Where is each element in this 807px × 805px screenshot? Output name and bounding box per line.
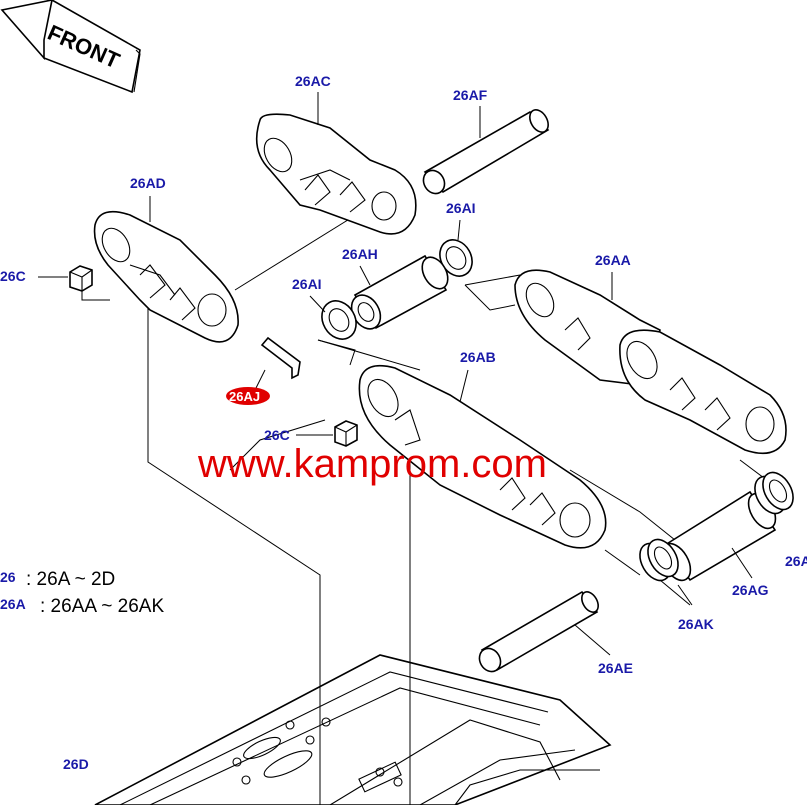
label-26AC: 26AC [295, 73, 331, 89]
label-26AE: 26AE [598, 660, 633, 676]
pin-26AE [478, 590, 611, 673]
watermark: www.kamprom.com [197, 442, 547, 486]
pin-26AF [422, 109, 550, 195]
label-26AJ-highlight: 26AJ [226, 387, 270, 405]
label-26A-right-partial: 26A [785, 553, 807, 569]
legend-row2-key: 26A [0, 596, 26, 612]
track-link-26AD [93, 210, 239, 343]
legend-row1-text: : 26A ~ 2D [26, 569, 115, 590]
track-link-26AC [255, 113, 417, 235]
seals-26AK [639, 471, 794, 606]
part-labels: 26AC 26AF 26AD 26AI 26AH 26AI 26AA 26C 2… [0, 73, 807, 772]
label-26AI-top: 26AI [446, 200, 476, 216]
label-26AK: 26AK [678, 616, 714, 632]
label-26AI-left: 26AI [292, 276, 322, 292]
legend-row1-key: 26 [0, 569, 16, 585]
label-leaders [38, 92, 753, 579]
label-26AA: 26AA [595, 252, 631, 268]
label-26AF: 26AF [453, 87, 488, 103]
label-26C-left: 26C [0, 268, 26, 284]
label-26AD: 26AD [130, 175, 166, 191]
label-26AJ: 26AJ [229, 389, 260, 404]
label-26AH: 26AH [342, 246, 378, 262]
frame-plate-26D [94, 654, 612, 805]
label-26D: 26D [63, 756, 89, 772]
legend-row2-text: : 26AA ~ 26AK [40, 596, 164, 617]
seal-26AI-left [321, 300, 357, 340]
label-26AB: 26AB [460, 349, 496, 365]
track-link-26AA [514, 269, 787, 455]
track-link-26AB [358, 364, 607, 549]
guide-lines [147, 204, 781, 805]
clip-26AJ [260, 336, 301, 380]
label-26AG: 26AG [732, 582, 769, 598]
front-arrow: FRONT [0, 0, 141, 94]
legend: 26 : 26A ~ 2D 26A : 26AA ~ 26AK [0, 569, 164, 617]
label-26C-mid: 26C [264, 427, 290, 443]
bushing-26AH [350, 254, 449, 330]
nut-26C-mid [334, 420, 358, 447]
nut-26C-left [69, 265, 110, 301]
